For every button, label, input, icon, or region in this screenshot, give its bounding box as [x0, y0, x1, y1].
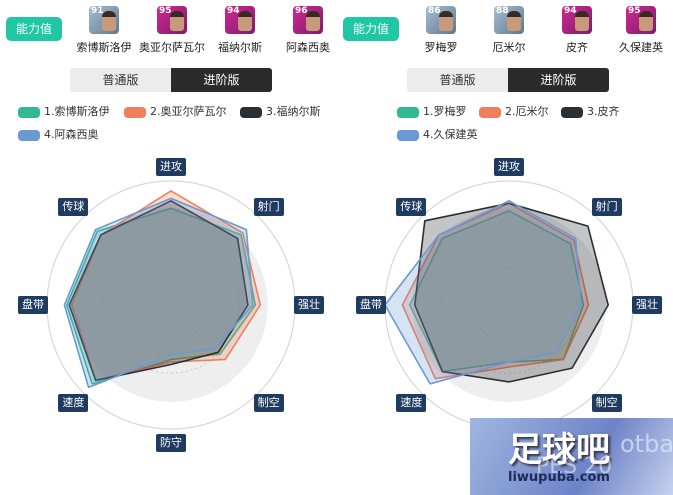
player-name: 罗梅罗 [424, 41, 458, 54]
left-panel: 能力值 91 索博斯洛伊 95 奥亚尔萨瓦尔 94 福纳尔斯 96 阿森西奥 普… [0, 0, 336, 495]
radar-chart-left [46, 180, 296, 430]
version-toggle: 普通版 进阶版 [70, 68, 272, 92]
player-name: 厄米尔 [492, 41, 526, 54]
player-avatar: 94 [562, 6, 592, 34]
axis-label-3: 强壮 [632, 296, 662, 314]
player-name: 久保建英 [619, 41, 663, 54]
player-card-4[interactable]: 95 久保建英 [603, 6, 673, 55]
axis-label-1: 进攻 [494, 158, 524, 176]
axis-label-1: 进攻 [156, 158, 186, 176]
radar-series-4[interactable] [63, 197, 254, 389]
radar-series-3[interactable] [414, 202, 610, 383]
radar-series-1[interactable] [66, 207, 257, 385]
radar-chart-right [384, 180, 634, 430]
radar-ring-core [133, 267, 209, 343]
radar-ring-inner [440, 236, 578, 374]
radar-ring-inner [102, 236, 240, 374]
player-name: 阿森西奥 [286, 41, 330, 54]
radar-series-2[interactable] [401, 202, 590, 380]
axis-label-2: 射门 [591, 198, 622, 217]
player-avatar: 86 [426, 6, 456, 34]
player-card-3[interactable]: 94 皮齐 [539, 6, 615, 55]
radar-series-4[interactable] [384, 199, 582, 385]
player-avatar: 91 [89, 6, 119, 34]
right-panel: 能力值 86 罗梅罗 88 厄米尔 94 皮齐 95 久保建英 普通版 进阶版 … [337, 0, 673, 495]
player-card-3[interactable]: 94 福纳尔斯 [202, 6, 278, 55]
axis-label-7: 盘带 [356, 296, 386, 314]
player-card-4[interactable]: 96 阿森西奥 [270, 6, 346, 55]
tab-advanced[interactable]: 进阶版 [171, 68, 272, 92]
tab-advanced[interactable]: 进阶版 [508, 68, 609, 92]
player-avatar: 96 [293, 6, 323, 34]
radar-ring-core [471, 267, 547, 343]
legend-item-4[interactable]: 4.阿森西奥 [18, 126, 99, 142]
axis-label-6: 速度 [396, 393, 427, 412]
radar-series-3[interactable] [68, 199, 249, 382]
axis-label-2: 射门 [253, 198, 284, 217]
ability-button[interactable]: 能力值 [343, 17, 399, 41]
legend-item-4[interactable]: 4.久保建英 [397, 126, 478, 142]
legend-item-3[interactable]: 3.皮齐 [561, 103, 620, 119]
player-name: 福纳尔斯 [218, 41, 262, 54]
player-avatar: 94 [225, 6, 255, 34]
ability-button[interactable]: 能力值 [6, 17, 62, 41]
axis-label-4: 制空 [591, 393, 622, 412]
axis-label-8: 传球 [58, 198, 89, 217]
tab-normal[interactable]: 普通版 [70, 68, 171, 92]
legend-item-1[interactable]: 1.罗梅罗 [397, 103, 467, 119]
axis-label-5: 防守 [156, 434, 186, 452]
player-card-1[interactable]: 86 罗梅罗 [403, 6, 479, 55]
player-name: 奥亚尔萨瓦尔 [139, 41, 205, 54]
watermark-english: otbal [620, 430, 673, 458]
player-card-2[interactable]: 88 厄米尔 [471, 6, 547, 55]
watermark-url: liwupuba.com [508, 470, 610, 485]
player-name: 皮齐 [566, 41, 588, 54]
player-avatar: 88 [494, 6, 524, 34]
legend-item-2[interactable]: 2.厄米尔 [479, 103, 549, 119]
watermark-series: PES 20 [536, 454, 613, 479]
legend-item-2[interactable]: 2.奥亚尔萨瓦尔 [124, 103, 227, 119]
player-avatar: 95 [626, 6, 656, 34]
axis-label-6: 速度 [58, 393, 89, 412]
version-toggle: 普通版 进阶版 [407, 68, 609, 92]
axis-label-4: 制空 [253, 393, 284, 412]
player-card-2[interactable]: 95 奥亚尔萨瓦尔 [134, 6, 210, 55]
axis-label-8: 传球 [396, 198, 427, 217]
tab-normal[interactable]: 普通版 [407, 68, 508, 92]
player-name: 索博斯洛伊 [76, 41, 132, 54]
watermark-logo: otbal 足球吧 PES 20 liwupuba.com [470, 418, 673, 495]
axis-label-7: 盘带 [18, 296, 48, 314]
axis-label-3: 强壮 [294, 296, 324, 314]
player-card-1[interactable]: 91 索博斯洛伊 [66, 6, 142, 55]
legend-item-3[interactable]: 3.福纳尔斯 [240, 103, 321, 119]
watermark-brand: 足球吧 [508, 430, 610, 470]
player-avatar: 95 [157, 6, 187, 34]
legend-item-1[interactable]: 1.索博斯洛伊 [18, 103, 110, 119]
